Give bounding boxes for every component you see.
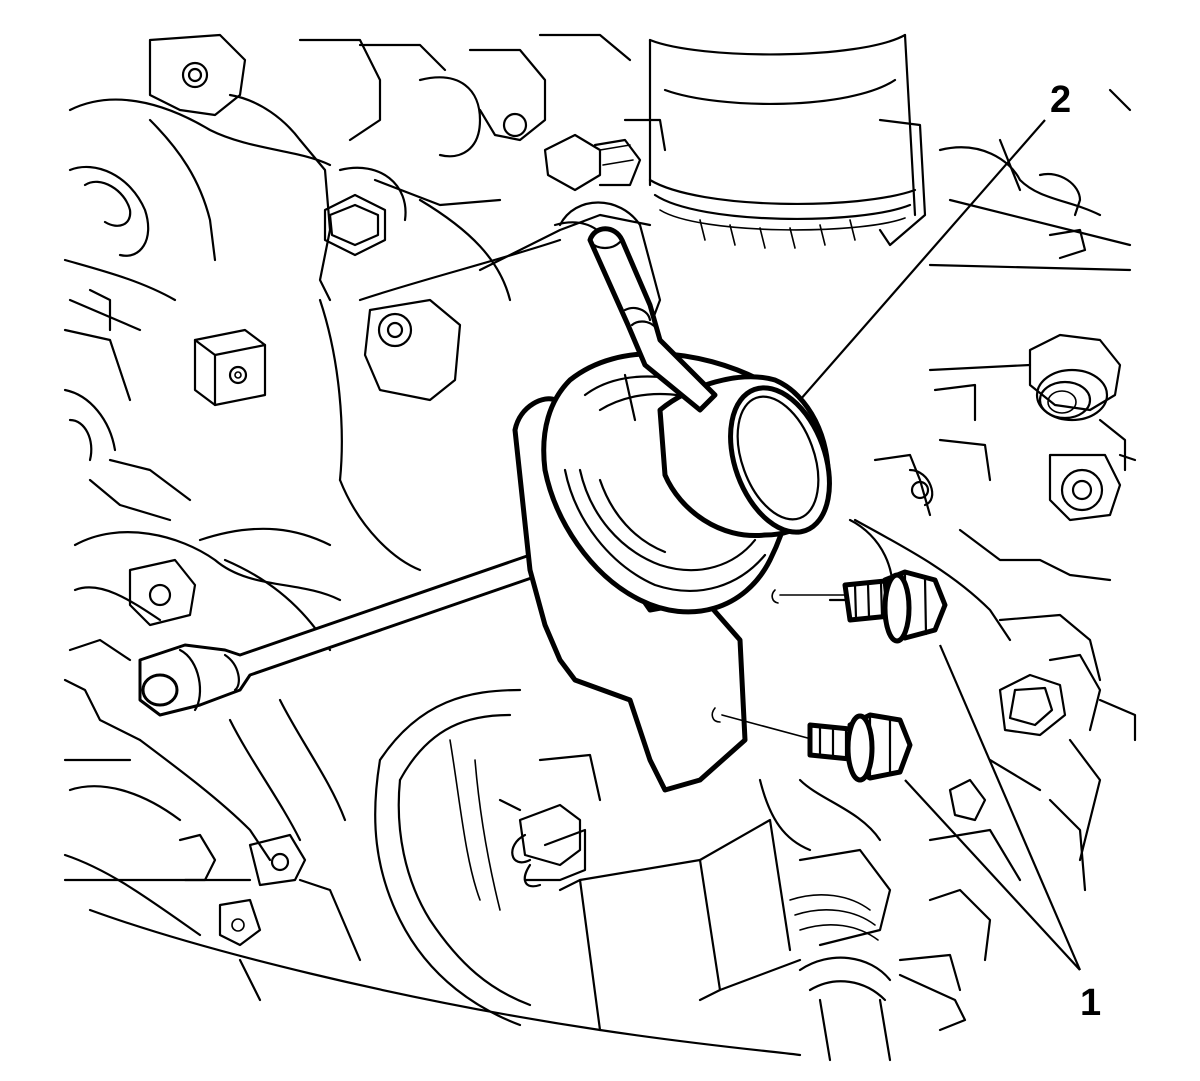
- callout-1-label: 1: [1080, 982, 1101, 1024]
- callout-1: 1: [904, 644, 1101, 1024]
- right-lug-icon: [1048, 453, 1122, 522]
- callout-2: 2: [799, 79, 1071, 401]
- upper-left-bolt-icon: [323, 166, 407, 257]
- actuator-rod: [138, 553, 542, 717]
- mounting-bolt-upper: [771, 569, 948, 644]
- vacuum-actuator-component: [512, 226, 832, 793]
- callout-2-label: 2: [1050, 79, 1071, 121]
- left-block-icon: [193, 328, 267, 407]
- callout-1-leader-lower: [904, 779, 1081, 971]
- left-flange-icon: [128, 558, 197, 627]
- lower-hose-clamp-icon: [789, 848, 992, 1062]
- right-lower-nut-icon: [998, 653, 1102, 737]
- callout-2-leader: [799, 119, 1046, 401]
- engine-background-outline: [63, 33, 1137, 1062]
- hose-clamp-bolt-icon: [543, 118, 667, 192]
- callout-1-leader-upper: [938, 644, 1082, 971]
- lower-left-lug-icon: [178, 833, 307, 947]
- mounting-bolt-lower: [711, 707, 913, 783]
- right-nut-icon: [1028, 333, 1122, 422]
- lower-center-bolt-icon: [511, 803, 587, 888]
